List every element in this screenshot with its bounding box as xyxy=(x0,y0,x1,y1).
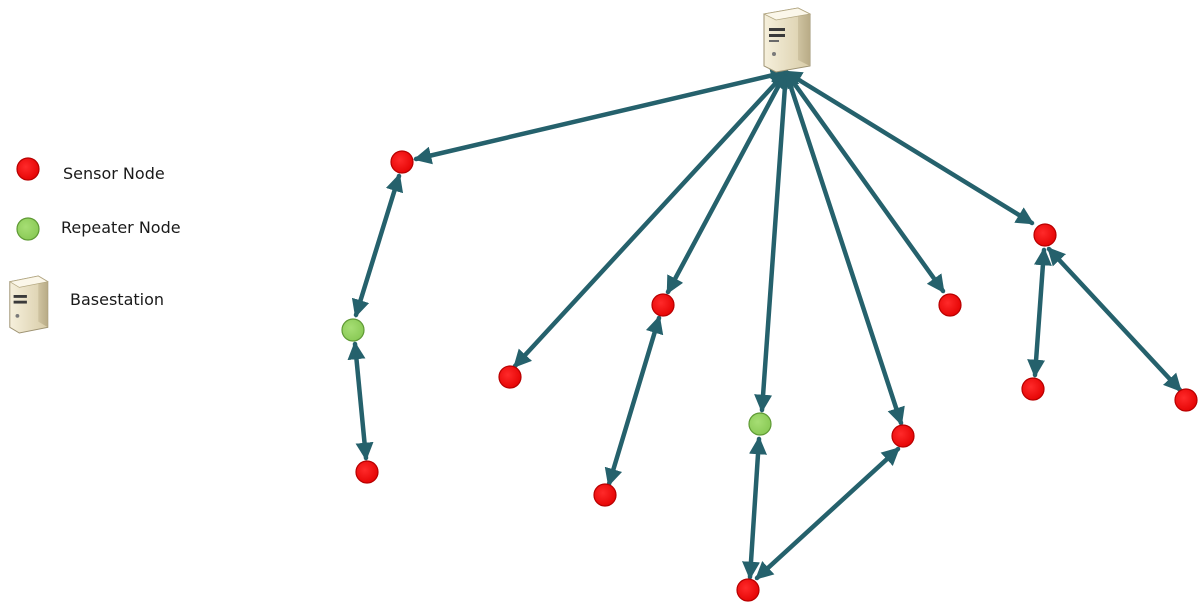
legend-item-sensor: Sensor Node xyxy=(16,157,165,183)
link-sensor-9-sensor-11 xyxy=(1046,246,1183,393)
sensor-node xyxy=(1174,388,1198,412)
legend-label-repeater: Repeater Node xyxy=(61,218,181,237)
legend-item-basestation: Basestation xyxy=(8,275,164,334)
server-tower-icon xyxy=(8,275,49,334)
link-repeater-1-sensor-2 xyxy=(347,341,374,461)
sensor-node xyxy=(355,460,379,484)
green-circle-icon xyxy=(16,217,40,241)
link-sensor-4-sensor-5 xyxy=(604,315,664,487)
link-base-sensor-1 xyxy=(413,66,789,165)
nodes xyxy=(341,150,1198,602)
links xyxy=(347,66,1183,581)
legend-item-repeater: Repeater Node xyxy=(16,217,181,241)
sensor-node xyxy=(651,293,675,317)
link-base-sensor-6 xyxy=(782,69,905,426)
link-sensor-9-sensor-10 xyxy=(1027,247,1052,378)
link-sensor-7-sensor-6 xyxy=(754,446,901,581)
link-repeater-2-sensor-7 xyxy=(742,436,767,580)
repeater-node xyxy=(341,318,365,342)
link-base-sensor-8 xyxy=(783,69,946,294)
link-base-sensor-3 xyxy=(512,69,789,369)
repeater-node xyxy=(748,412,772,436)
sensor-node xyxy=(736,578,760,602)
link-sensor-1-repeater-1 xyxy=(351,173,404,318)
basestation-node xyxy=(762,7,812,73)
legend-label-sensor: Sensor Node xyxy=(63,164,165,183)
sensor-node xyxy=(1021,377,1045,401)
legend-label-basestation: Basestation xyxy=(70,290,164,309)
sensor-node xyxy=(938,293,962,317)
sensor-node xyxy=(891,424,915,448)
sensor-node xyxy=(498,365,522,389)
sensor-node xyxy=(593,483,617,507)
legend: Sensor Node Repeater Node Basestation xyxy=(8,157,181,334)
link-base-sensor-9 xyxy=(783,69,1035,226)
sensor-node xyxy=(1033,223,1057,247)
link-base-repeater-2 xyxy=(754,69,794,413)
server-tower-icon xyxy=(762,7,812,73)
sensor-node xyxy=(390,150,414,174)
red-circle-icon xyxy=(16,157,40,181)
